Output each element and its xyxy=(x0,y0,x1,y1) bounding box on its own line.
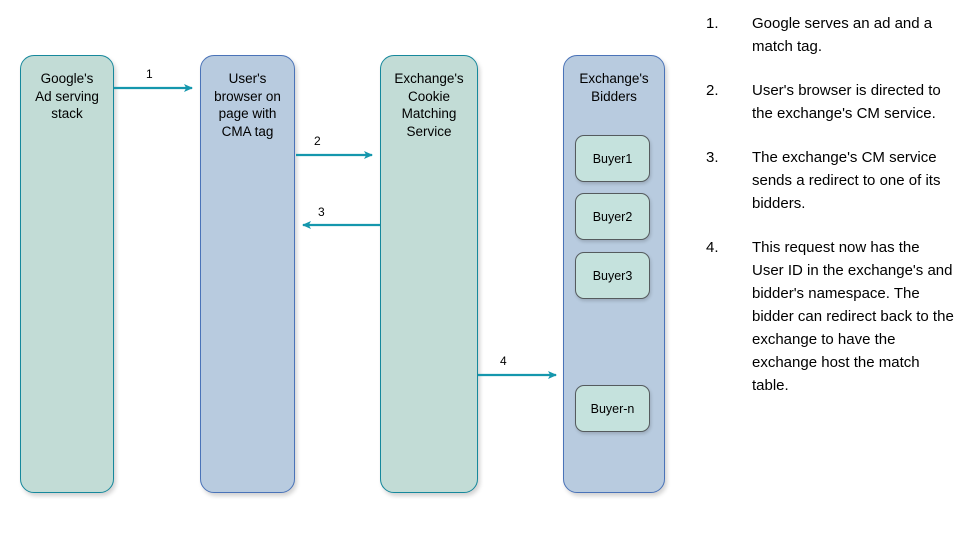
legend-item-text: The exchange's CM service sends a redire… xyxy=(752,149,941,212)
buyer-item-3[interactable]: Buyer3 xyxy=(575,252,650,299)
legend-item-text: User's browser is directed to the exchan… xyxy=(752,82,941,122)
legend-item-1: 1. Google serves an ad and a match tag. xyxy=(706,12,954,58)
buyer-label: Buyer2 xyxy=(592,210,633,224)
node-label: Exchange's Bidders xyxy=(579,71,649,104)
node-label: Google's Ad serving stack xyxy=(35,71,99,121)
legend-list: 1. Google serves an ad and a match tag. … xyxy=(706,12,954,418)
arrow-2-number: 2 xyxy=(314,134,321,148)
buyer-label: Buyer1 xyxy=(592,152,633,166)
node-label: Exchange's Cookie Matching Service xyxy=(394,71,464,139)
legend-item-number: 4. xyxy=(706,239,719,256)
legend-item-number: 2. xyxy=(706,82,719,99)
arrow-1-number: 1 xyxy=(146,67,153,81)
legend-item-2: 2. User's browser is directed to the exc… xyxy=(706,79,954,125)
legend-item-3: 3. The exchange's CM service sends a red… xyxy=(706,146,954,215)
legend-item-number: 3. xyxy=(706,149,719,166)
legend-item-4: 4. This request now has the User ID in t… xyxy=(706,236,954,397)
buyer-label: Buyer-n xyxy=(590,402,635,416)
legend-item-number: 1. xyxy=(706,15,719,32)
buyer-item-n[interactable]: Buyer-n xyxy=(575,385,650,432)
legend-item-text: This request now has the User ID in the … xyxy=(752,239,954,394)
arrow-4-number: 4 xyxy=(500,354,507,368)
node-google-ad-serving-stack[interactable]: Google's Ad serving stack xyxy=(20,55,114,493)
node-exchange-cookie-matching-service[interactable]: Exchange's Cookie Matching Service xyxy=(380,55,478,493)
legend-item-text: Google serves an ad and a match tag. xyxy=(752,15,933,55)
node-label: User's browser on page with CMA tag xyxy=(214,71,281,139)
buyer-item-2[interactable]: Buyer2 xyxy=(575,193,650,240)
arrow-3-number: 3 xyxy=(318,205,325,219)
buyer-item-1[interactable]: Buyer1 xyxy=(575,135,650,182)
node-user-browser[interactable]: User's browser on page with CMA tag xyxy=(200,55,295,493)
buyer-label: Buyer3 xyxy=(592,269,633,283)
